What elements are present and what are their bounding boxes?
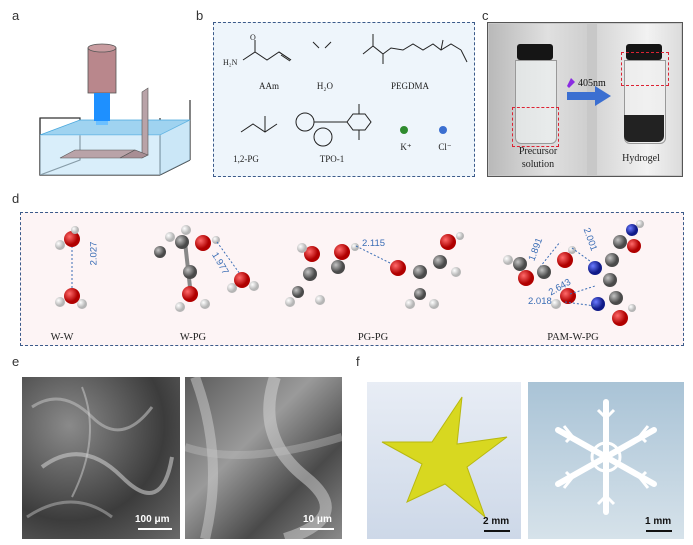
scalebar-line-1: [138, 528, 172, 530]
chloride-icon: [439, 126, 447, 134]
nh2-label: H₂N: [223, 58, 238, 67]
label-ww: W-W: [50, 332, 74, 343]
tpo1-label: TPO-1: [319, 154, 345, 164]
panel-label-d: d: [12, 191, 20, 206]
precursor-label: Precursor: [518, 146, 558, 157]
k-ion-label: K⁺: [400, 142, 412, 152]
scalebar-line-3: [484, 530, 510, 532]
bond-pgpg: 2.115: [362, 238, 386, 249]
pegdma-label: PEGDMA: [390, 81, 429, 91]
label-pgpg: PG-PG: [357, 332, 389, 343]
molecule-models: [55, 220, 644, 326]
panel-label-a: a: [12, 8, 20, 23]
molecules-box: [20, 212, 684, 346]
hydrogel-highlight: [621, 52, 669, 86]
chemical-structures: [240, 34, 468, 147]
cl-ion-label: Cl⁻: [438, 142, 452, 152]
printer-schematic: [39, 43, 191, 176]
snowflake-gel-icon: [555, 399, 657, 515]
panel-label-b: b: [196, 8, 204, 23]
pg12-label: 1,2-PG: [233, 154, 259, 164]
potassium-icon: [400, 126, 408, 134]
scalebar-snow: 1 mm: [645, 516, 672, 527]
hydrogel-label: Hydrogel: [622, 153, 660, 164]
aam-label: AAm: [259, 81, 279, 91]
sem-image-1: [22, 377, 180, 539]
precursor-highlight: [512, 107, 559, 147]
scalebar-sem2: 10 μm: [303, 514, 332, 525]
o-label: O: [250, 33, 256, 42]
solution-label: solution: [521, 159, 555, 170]
h2o-label: H₂O: [316, 81, 334, 91]
vial-cap: [517, 44, 553, 60]
label-pamwpg: PAM-W-PG: [547, 332, 599, 343]
laser-icon: [567, 78, 575, 88]
panel-label-c: c: [482, 8, 489, 23]
uv-arrow-icon: [567, 86, 611, 106]
star-gel-icon: [381, 396, 508, 519]
scalebar-star: 2 mm: [483, 516, 510, 527]
panel-label-f: f: [356, 354, 360, 369]
scalebar-line-4: [646, 530, 672, 532]
scalebar-line-2: [300, 528, 334, 530]
sem-texture-1: [26, 386, 174, 519]
panel-label-e: e: [12, 354, 20, 369]
hydrogel-cap-bottom: [624, 115, 664, 142]
bond-ww: 2.027: [88, 241, 100, 266]
label-wpg: W-PG: [179, 332, 207, 343]
chemicals-box: [213, 22, 475, 177]
scalebar-sem1: 100 μm: [135, 514, 170, 525]
bond-p4: 2.018: [528, 296, 552, 307]
wavelength-label: 405nm: [578, 78, 606, 89]
sem-texture-2: [185, 377, 342, 539]
precursor-vial: [515, 60, 557, 144]
